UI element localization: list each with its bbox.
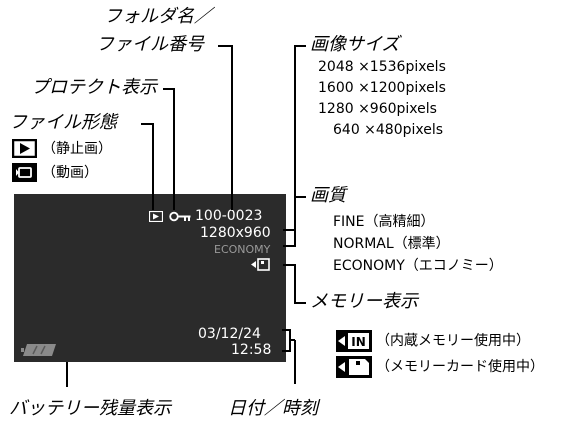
folder-file-label-2: ファイル番号 — [96, 34, 204, 55]
play-mode-icon — [149, 211, 163, 222]
still-image-icon — [12, 139, 37, 158]
battery-icon — [21, 344, 56, 356]
battery-label: バッテリー残量表示 — [9, 398, 171, 419]
image-size-option-1: 2048 ×1536pixels — [318, 59, 446, 75]
memory-card-icon — [336, 356, 372, 378]
image-size-label: 画像サイズ — [310, 34, 400, 55]
movie-label: （動画） — [42, 165, 98, 181]
memory-card-label: （メモリーカード使用中） — [376, 359, 544, 375]
lcd-image-size: 1280x960 — [200, 225, 271, 241]
lcd-screen — [14, 194, 286, 362]
builtin-memory-icon: IN — [336, 330, 372, 352]
quality-label: 画質 — [310, 185, 346, 206]
lcd-folder-file: 100-0023 — [195, 208, 263, 224]
quality-option-fine: FINE（高精細） — [333, 214, 435, 230]
svg-text:IN: IN — [351, 335, 366, 349]
quality-option-normal: NORMAL（標準） — [333, 236, 450, 252]
protect-label: プロテクト表示 — [31, 77, 157, 98]
image-size-option-4: 640 ×480pixels — [333, 122, 444, 138]
lcd-date: 03/12/24 — [198, 326, 261, 342]
movie-icon — [12, 163, 37, 182]
folder-file-label-1: フォルダ名／ — [104, 6, 212, 27]
image-size-option-2: 1600 ×1200pixels — [318, 80, 446, 96]
lcd-quality: ECONOMY — [214, 243, 271, 256]
builtin-memory-label: （内蔵メモリー使用中） — [376, 333, 530, 349]
lcd-memory-icon — [251, 258, 270, 271]
quality-option-economy: ECONOMY（エコノミー） — [333, 258, 503, 274]
file-type-label: ファイル形態 — [9, 112, 117, 133]
datetime-label: 日付／時刻 — [228, 398, 318, 419]
key-protect-icon — [169, 211, 191, 222]
lcd-time: 12:58 — [231, 342, 272, 358]
memory-label: メモリー表示 — [310, 291, 418, 312]
image-size-option-3: 1280 ×960pixels — [318, 101, 437, 117]
still-image-label: （静止画） — [42, 141, 112, 157]
